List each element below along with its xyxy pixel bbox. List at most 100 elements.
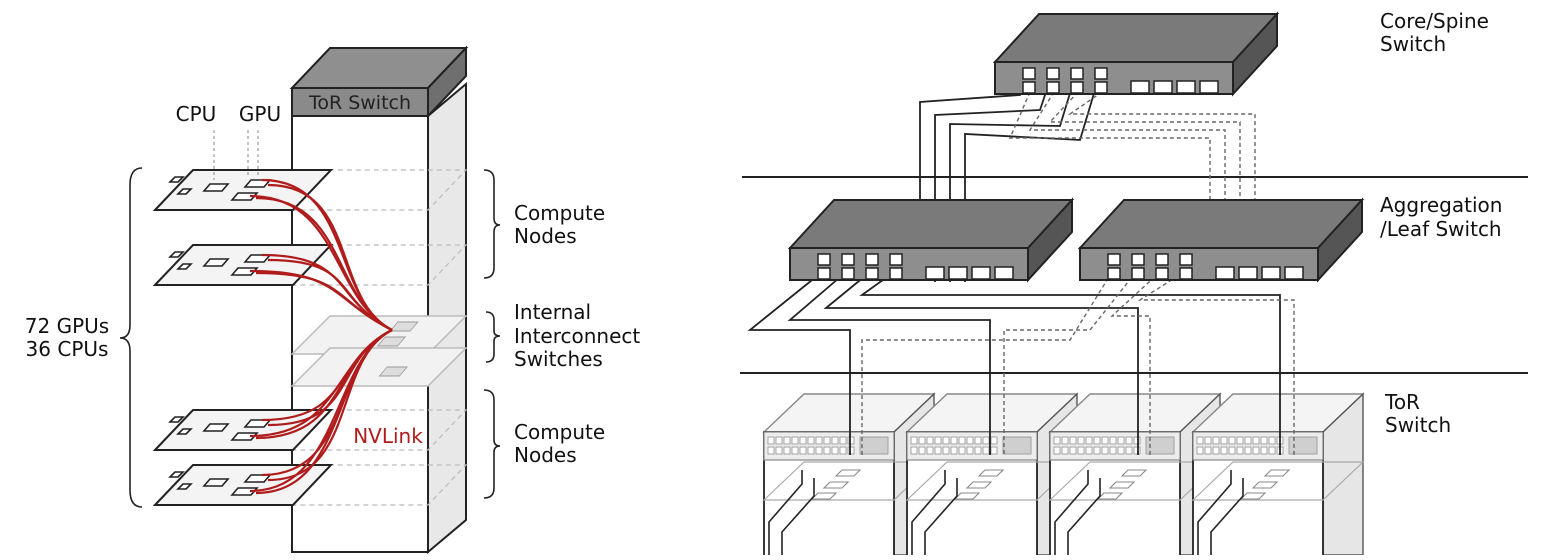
- switch-port: [1131, 253, 1145, 266]
- board-pin: [176, 263, 193, 270]
- tor-rack-shelf: [1191, 461, 1365, 501]
- switch-port: [1155, 267, 1169, 280]
- tor-rack-port: [958, 446, 966, 455]
- interconnect-brace: [485, 311, 501, 363]
- interconnect-chip-2: [376, 336, 407, 347]
- cpu-label: CPU: [176, 102, 217, 126]
- switch-top-face: [787, 199, 1075, 249]
- agg-to-tor-dashed-cable: [1003, 271, 1137, 455]
- agg-to-tor-cable: [823, 271, 1139, 455]
- tor-rack-chip: [1096, 492, 1124, 500]
- interconnect-chip-3: [378, 366, 408, 377]
- tor-rack-chip: [834, 469, 862, 477]
- nvlink-connections: [249, 178, 393, 495]
- core-to-agg-dashed-cable: [1008, 91, 1211, 262]
- tor-rack-port: [974, 436, 982, 445]
- tor-rack-chip: [822, 481, 850, 489]
- tor-rack-port: [1101, 446, 1109, 455]
- tor-rack-port: [1077, 436, 1085, 445]
- nvlink-curve: [255, 329, 393, 495]
- tor-rack-port: [831, 446, 839, 455]
- tor-rack-port: [974, 446, 982, 455]
- switch-port: [889, 267, 903, 280]
- agg-to-tor-dashed-cable: [861, 271, 1113, 455]
- switch-port: [841, 253, 855, 266]
- gpu-chip: [230, 487, 259, 496]
- compute-nodes-top-brace: [483, 169, 501, 279]
- tor-rack-port: [1125, 436, 1133, 445]
- board-pin: [168, 176, 185, 183]
- switch-uplink-port: [948, 266, 968, 280]
- interconnect-tray-2: [290, 347, 468, 387]
- compute-board-1: [152, 169, 334, 211]
- switch-port: [817, 253, 831, 266]
- tor-rack-internal-cable: [1054, 470, 1089, 555]
- tor-rack-port: [1053, 436, 1061, 445]
- tor-rack-port: [950, 446, 958, 455]
- tor-rack-port: [1069, 446, 1077, 455]
- compute-nodes-bottom-line2: Nodes: [514, 443, 577, 467]
- tor-rack-port: [1212, 436, 1220, 445]
- tor-rack-port: [966, 436, 974, 445]
- agg-to-tor-dashed-cable: [1110, 271, 1161, 455]
- tor-rack-port: [1260, 436, 1268, 445]
- gpu-label: GPU: [239, 102, 281, 126]
- tor-rack-port: [775, 436, 783, 445]
- tor-rack-chip: [1239, 492, 1267, 500]
- switch-port: [1107, 253, 1121, 266]
- tor-rack-port: [839, 446, 847, 455]
- tor-rack-port: [767, 436, 775, 445]
- nvlink-curve: [255, 271, 393, 331]
- switch-uplink-port: [971, 266, 991, 280]
- gpu-chip: [230, 267, 259, 276]
- tor-rack-port: [1268, 436, 1276, 445]
- board-pin: [176, 483, 193, 490]
- tor-racks: [762, 392, 1365, 558]
- board-pin: [176, 188, 193, 195]
- board-pin: [168, 251, 185, 258]
- agg-label-line1: Aggregation: [1380, 193, 1502, 217]
- switch-port: [1070, 81, 1084, 94]
- tor-rack-port: [934, 446, 942, 455]
- tor-rack-port: [942, 436, 950, 445]
- switch-uplink-port: [994, 266, 1014, 280]
- cpu-chip: [202, 423, 230, 432]
- tor-rack-port: [1268, 446, 1276, 455]
- tor-rack-port: [990, 446, 998, 455]
- tor-rack-port: [1252, 446, 1260, 455]
- compute-nodes-bottom-line1: Compute: [514, 420, 605, 444]
- tor-rack-port: [1133, 436, 1141, 445]
- board-pin: [168, 471, 185, 478]
- switch-uplink-port: [1238, 266, 1258, 280]
- gpu-count-brace: [119, 167, 143, 508]
- tor-rack-internal-cable: [911, 470, 946, 555]
- chip-leader-lines: [213, 130, 259, 180]
- agg-to-tor-dashed-cable: [1137, 271, 1295, 455]
- tor-rack-port: [1085, 436, 1093, 445]
- tor-rack-chip: [1263, 469, 1291, 477]
- tor-rack-port: [958, 436, 966, 445]
- nvlink-label: NVLink: [353, 424, 423, 448]
- tor-rack-port: [1236, 446, 1244, 455]
- tor-rack-port: [1053, 446, 1061, 455]
- core-spine-switch: [992, 11, 1280, 97]
- tor-rack-port: [926, 436, 934, 445]
- switch-port: [1131, 267, 1145, 280]
- switch-port: [817, 267, 831, 280]
- switch-port: [1094, 81, 1108, 94]
- tor-rack-internal-cable: [1197, 470, 1232, 555]
- switch-port: [865, 253, 879, 266]
- board-pin: [176, 428, 193, 435]
- nvlink-curve: [255, 196, 393, 331]
- tor-rack-internal-cable: [781, 478, 815, 555]
- tor-rack-port: [847, 436, 855, 445]
- tor-rack-port: [783, 436, 791, 445]
- tor-rack-port: [847, 446, 855, 455]
- rack-tor-band-side: [427, 45, 467, 119]
- tor-rack-port: [1236, 436, 1244, 445]
- tor-rack-port: [918, 446, 926, 455]
- tor-rack-port: [783, 446, 791, 455]
- rack-diagram: ToR Switch CPU GPU: [25, 45, 640, 555]
- agg-to-tor-cable: [859, 271, 1281, 455]
- compute-nodes-top-line1: Compute: [514, 201, 605, 225]
